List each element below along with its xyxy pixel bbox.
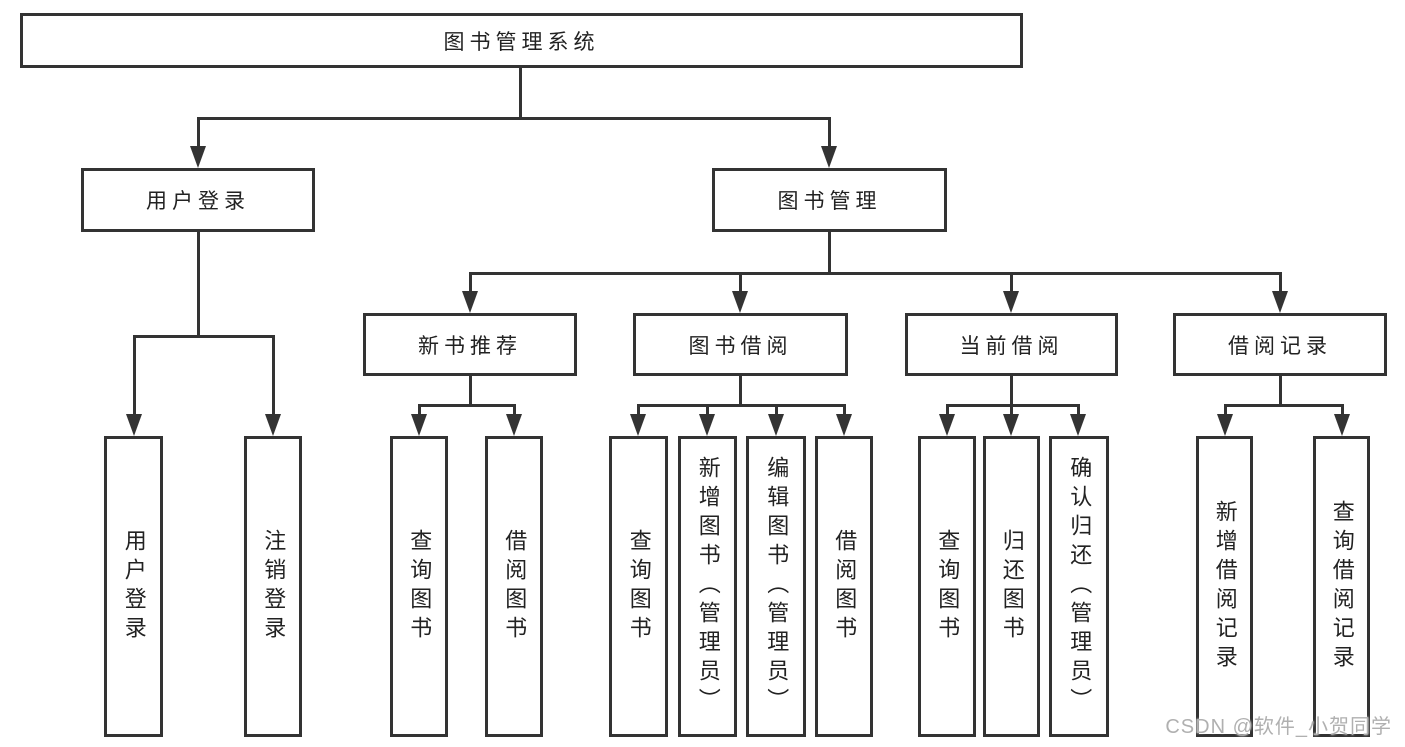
arrow-down-icon bbox=[732, 291, 748, 313]
arrow-down-icon bbox=[630, 414, 646, 436]
node-label: 新书推荐 bbox=[418, 334, 522, 358]
leaf-label: 查询图书 bbox=[626, 528, 652, 645]
connector-line bbox=[469, 272, 472, 292]
node-label: 图书管理系统 bbox=[443, 30, 600, 54]
node-current-borrowing: 当前借阅 bbox=[905, 313, 1118, 376]
leaf-query-books-recommend: 查询图书 bbox=[390, 436, 448, 737]
connector-line bbox=[1010, 272, 1013, 292]
arrow-down-icon bbox=[126, 414, 142, 436]
leaf-borrow-books-recommend: 借阅图书 bbox=[485, 436, 543, 737]
connector-line bbox=[1010, 376, 1013, 407]
connector-line bbox=[1224, 404, 1227, 416]
arrow-down-icon bbox=[506, 414, 522, 436]
node-new-book-recommend: 新书推荐 bbox=[363, 313, 577, 376]
leaf-label: 查询借阅记录 bbox=[1329, 499, 1355, 674]
connector-line bbox=[133, 335, 275, 338]
arrow-down-icon bbox=[1070, 414, 1086, 436]
connector-line bbox=[469, 376, 472, 407]
node-book-borrowing: 图书借阅 bbox=[633, 313, 848, 376]
arrow-down-icon bbox=[411, 414, 427, 436]
connector-line bbox=[637, 404, 845, 407]
connector-line bbox=[197, 117, 831, 120]
connector-line bbox=[946, 404, 949, 416]
arrow-down-icon bbox=[836, 414, 852, 436]
leaf-label: 归还图书 bbox=[999, 528, 1025, 645]
leaf-label: 注销登录 bbox=[261, 528, 287, 645]
connector-line bbox=[775, 404, 778, 416]
node-label: 当前借阅 bbox=[959, 334, 1064, 358]
connector-line bbox=[418, 404, 516, 407]
leaf-label: 编辑图书（管理员） bbox=[764, 456, 790, 717]
arrow-down-icon bbox=[939, 414, 955, 436]
arrow-down-icon bbox=[1003, 414, 1019, 436]
arrow-down-icon bbox=[265, 414, 281, 436]
leaf-edit-book-admin: 编辑图书（管理员） bbox=[746, 436, 806, 737]
connector-line bbox=[843, 404, 846, 416]
connector-line bbox=[133, 335, 136, 417]
leaf-borrow-books: 借阅图书 bbox=[815, 436, 873, 737]
node-root-library-system: 图书管理系统 bbox=[20, 13, 1023, 68]
arrow-down-icon bbox=[768, 414, 784, 436]
connector-line bbox=[519, 68, 522, 118]
csdn-watermark: CSDN @软件_小贺同学 bbox=[1165, 716, 1392, 738]
leaf-return-book: 归还图书 bbox=[983, 436, 1040, 737]
leaf-logout-login: 注销登录 bbox=[244, 436, 302, 737]
connector-line bbox=[1224, 404, 1343, 407]
leaf-query-borrow-record: 查询借阅记录 bbox=[1313, 436, 1370, 737]
arrow-down-icon bbox=[1334, 414, 1350, 436]
connector-line bbox=[1279, 272, 1282, 292]
leaf-confirm-return-admin: 确认归还（管理员） bbox=[1049, 436, 1109, 737]
leaf-label: 确认归还（管理员） bbox=[1067, 456, 1093, 717]
leaf-label: 新增借阅记录 bbox=[1212, 499, 1238, 674]
connector-line bbox=[513, 404, 516, 416]
node-book-management: 图书管理 bbox=[712, 168, 947, 232]
connector-line bbox=[706, 404, 709, 416]
connector-line bbox=[197, 117, 200, 149]
connector-line bbox=[1279, 376, 1282, 407]
arrow-down-icon bbox=[462, 291, 478, 313]
leaf-query-books-borrowing: 查询图书 bbox=[609, 436, 668, 737]
connector-line bbox=[739, 376, 742, 407]
arrow-down-icon bbox=[190, 146, 206, 168]
leaf-add-borrow-record: 新增借阅记录 bbox=[1196, 436, 1253, 737]
node-label: 图书借阅 bbox=[688, 334, 793, 358]
connector-line bbox=[272, 335, 275, 417]
connector-line bbox=[1077, 404, 1080, 416]
node-label: 图书管理 bbox=[777, 190, 882, 213]
arrow-down-icon bbox=[1003, 291, 1019, 313]
node-user-login: 用户登录 bbox=[81, 168, 315, 232]
connector-line bbox=[469, 272, 1282, 275]
connector-line bbox=[637, 404, 640, 416]
arrow-down-icon bbox=[1217, 414, 1233, 436]
connector-line bbox=[1010, 404, 1013, 416]
leaf-add-book-admin: 新增图书（管理员） bbox=[678, 436, 737, 737]
leaf-label: 借阅图书 bbox=[832, 528, 858, 645]
leaf-label: 查询图书 bbox=[935, 528, 961, 645]
leaf-user-login: 用户登录 bbox=[104, 436, 163, 737]
connector-line bbox=[828, 117, 831, 149]
leaf-label: 借阅图书 bbox=[502, 528, 528, 645]
connector-line bbox=[418, 404, 421, 416]
arrow-down-icon bbox=[699, 414, 715, 436]
connector-line bbox=[828, 232, 831, 275]
leaf-label: 查询图书 bbox=[407, 528, 433, 645]
arrow-down-icon bbox=[1272, 291, 1288, 313]
leaf-label: 新增图书（管理员） bbox=[695, 456, 721, 717]
arrow-down-icon bbox=[821, 146, 837, 168]
node-label: 借阅记录 bbox=[1228, 334, 1332, 358]
leaf-query-books-current: 查询图书 bbox=[918, 436, 976, 737]
node-borrowing-records: 借阅记录 bbox=[1173, 313, 1387, 376]
node-label: 用户登录 bbox=[146, 190, 250, 213]
connector-line bbox=[1341, 404, 1344, 416]
connector-line bbox=[739, 272, 742, 292]
connector-line bbox=[197, 232, 200, 338]
leaf-label: 用户登录 bbox=[121, 528, 147, 645]
